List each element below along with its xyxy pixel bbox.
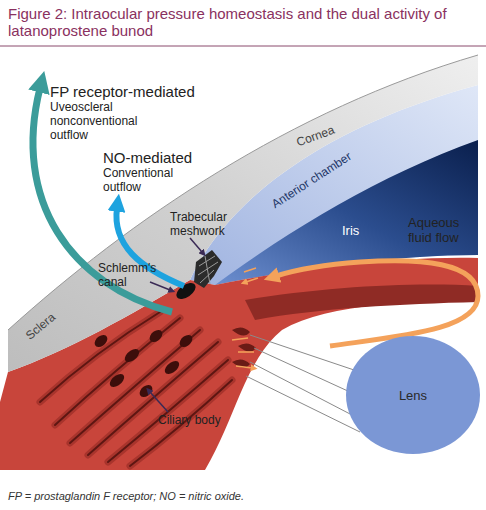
trabecular-meshwork — [194, 250, 222, 288]
part-label: Uveoscleral nonconventional outflow — [50, 101, 150, 142]
lens-ellipse — [346, 336, 480, 454]
part-label: FP receptor-mediated — [50, 83, 250, 100]
zonule-fibres — [246, 335, 360, 432]
lens-shape: Lens — [345, 335, 481, 455]
node-label: Lens — [399, 388, 427, 403]
meshwork-pattern — [198, 256, 218, 284]
secretion-arrows — [232, 338, 254, 368]
leader-line — [150, 282, 170, 290]
part-label: NO-mediated — [103, 149, 253, 166]
ciliary-vessels — [95, 330, 193, 397]
part-label: Schlemm's canal — [98, 262, 170, 290]
part-label: Aqueous fluid flow — [408, 216, 478, 246]
part-label: Ciliary body — [158, 414, 248, 428]
aqueous-flow-arrow — [276, 261, 478, 346]
title-rule — [0, 46, 486, 47]
inflow-arrows — [244, 268, 258, 282]
part-label: Conventional outflow — [103, 167, 193, 195]
band-edge — [8, 55, 478, 330]
ciliary-processes — [232, 327, 256, 367]
leader-line — [150, 392, 168, 412]
part-label: Iris — [342, 224, 382, 239]
leader-line — [190, 238, 202, 252]
iris-pigment-layer — [245, 285, 478, 320]
figure-caption: FP = prostaglandin F receptor; NO = nitr… — [8, 490, 478, 503]
uveoscleral-arrow — [33, 88, 172, 312]
part-label: Trabecular meshwork — [170, 211, 250, 239]
figure-title: Figure 2: Intraocular pressure homeostas… — [8, 5, 478, 40]
sclera-cornea-band — [8, 55, 478, 372]
node-text-group: Lens — [399, 388, 427, 403]
